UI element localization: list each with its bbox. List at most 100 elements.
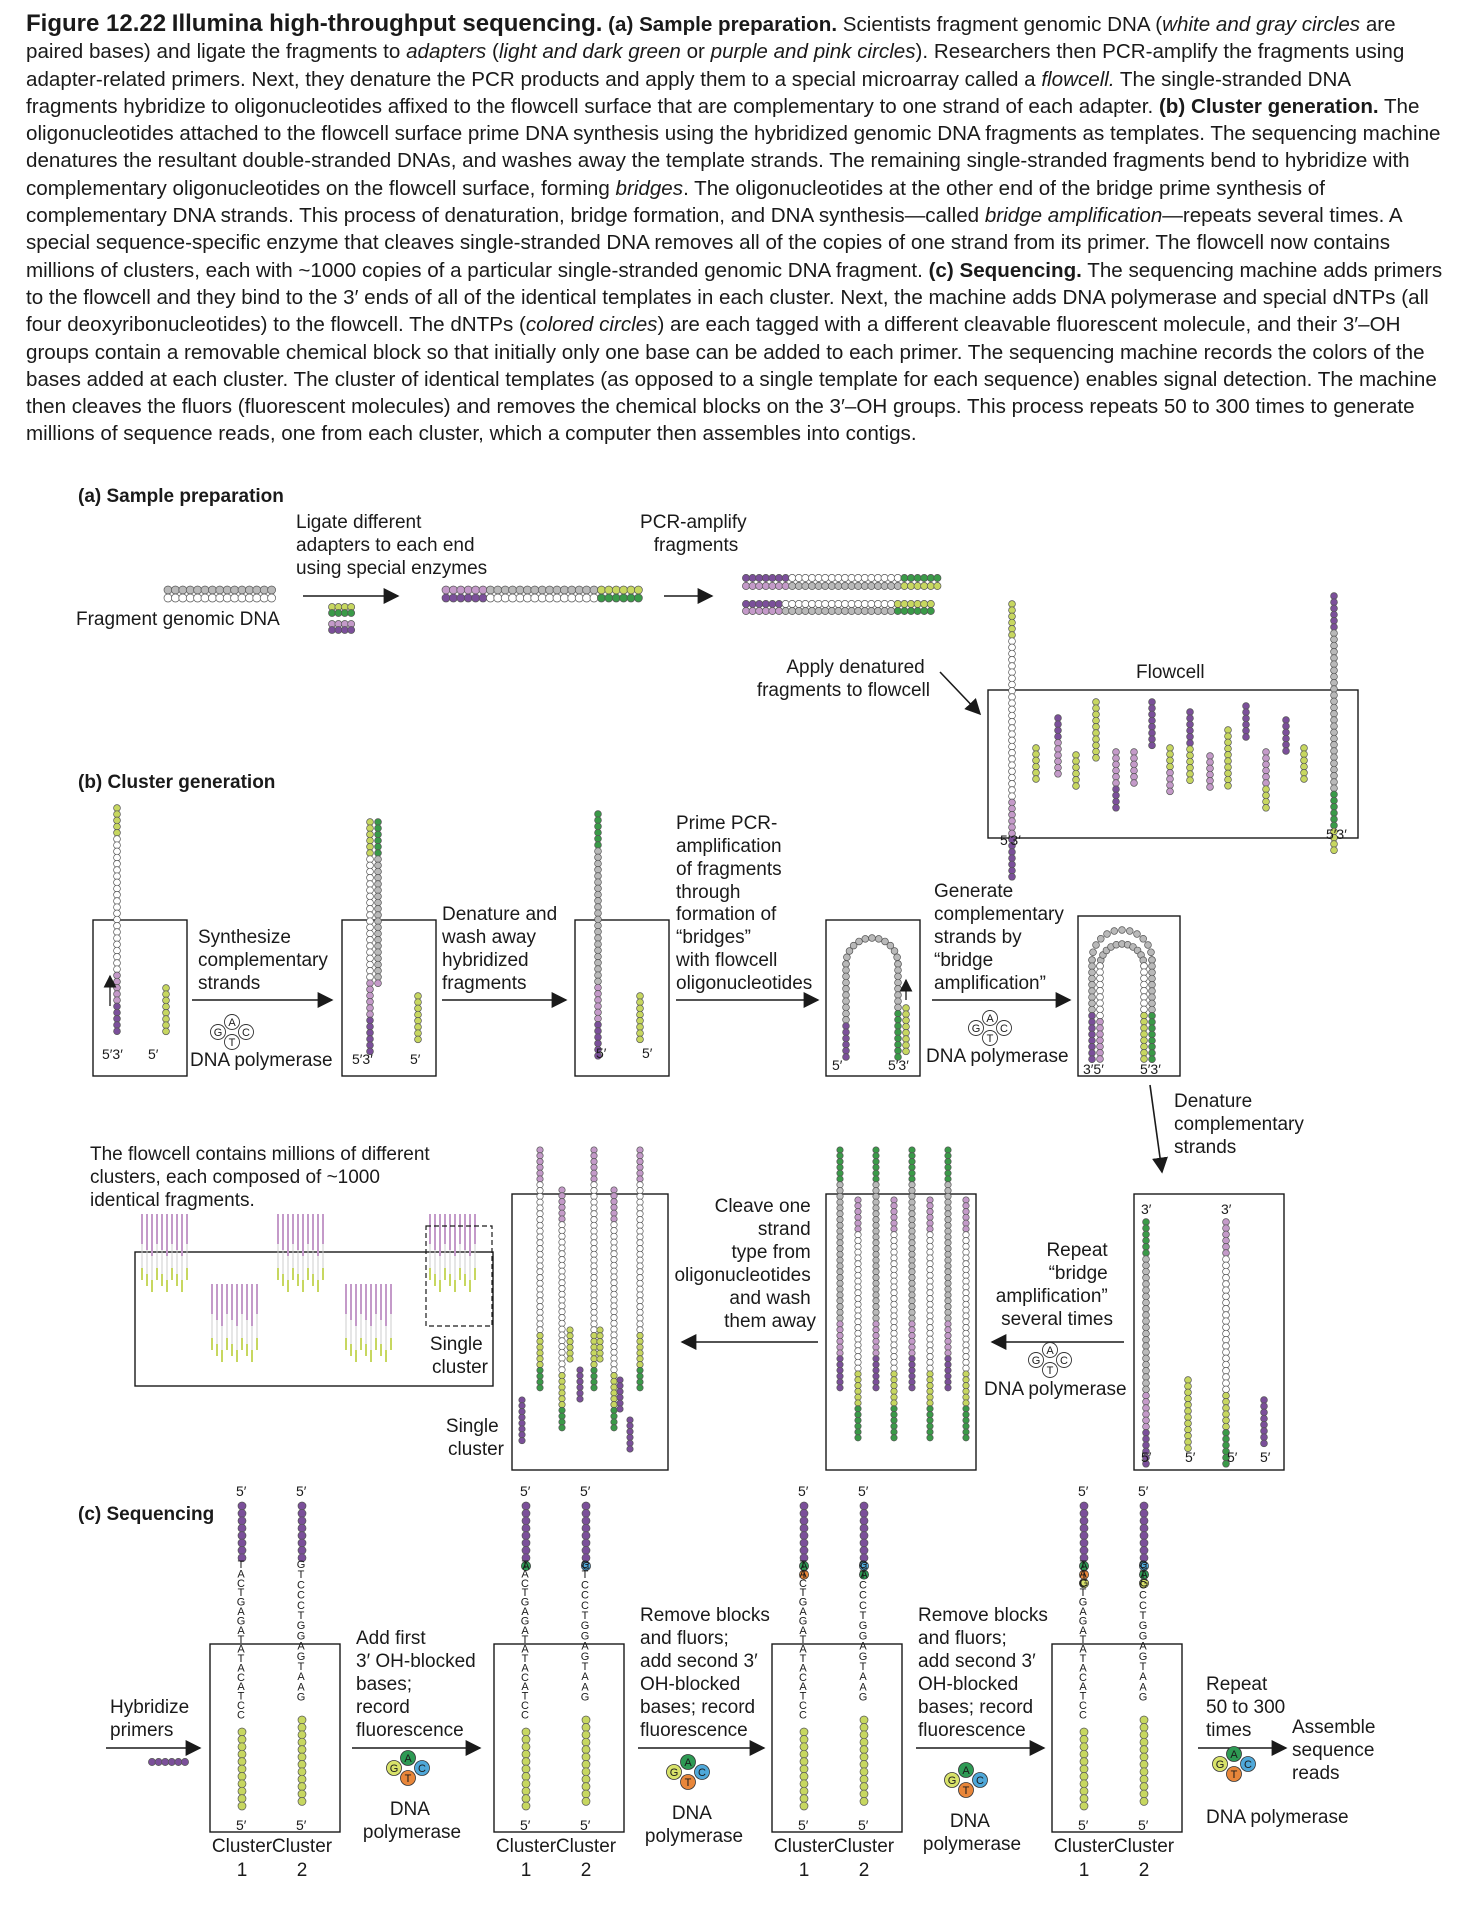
dna-bead — [558, 1186, 566, 1194]
dna-bead — [890, 1196, 898, 1204]
dna-bead — [859, 1516, 869, 1526]
dna-bead — [449, 585, 458, 595]
dna-bead — [536, 1285, 544, 1293]
dna-bead — [576, 1372, 584, 1380]
dna-bead — [1222, 1224, 1230, 1232]
dna-bead — [590, 1355, 598, 1363]
millions-label: The flowcell contains millions of differ… — [90, 1144, 435, 1211]
dna-bead — [237, 1735, 247, 1744]
dna-bead — [1184, 1401, 1192, 1409]
template-base: C — [521, 1578, 529, 1590]
dna-bead — [1072, 757, 1080, 765]
dna-bead — [908, 1291, 916, 1299]
dna-bead — [742, 607, 750, 615]
dna-bead — [872, 1361, 880, 1369]
dna-bead — [1139, 1752, 1149, 1762]
dna-bead — [521, 1772, 531, 1781]
dna-bead — [859, 1509, 869, 1518]
dna-bead — [872, 1204, 880, 1212]
dna-bead — [113, 822, 121, 831]
b-box-5 — [1077, 915, 1181, 1077]
dna-bead — [374, 892, 382, 901]
dna-bead — [842, 1003, 850, 1012]
caption-body: (a) Sample preparation. Scientists fragm… — [26, 13, 1442, 445]
dna-bead — [1140, 1011, 1148, 1020]
template-base: C — [521, 1700, 529, 1712]
dna-bead — [366, 954, 374, 963]
dna-bead — [113, 853, 121, 862]
dna-bead — [842, 997, 850, 1005]
dna-bead — [1142, 1311, 1150, 1319]
dna-bead — [536, 1245, 544, 1253]
dna-bead — [933, 582, 942, 590]
dna-bead — [962, 1318, 970, 1326]
dna-bead — [596, 1343, 604, 1351]
dna-bead — [590, 1163, 598, 1171]
dna-bead — [1008, 705, 1016, 714]
dna-bead — [1008, 618, 1016, 627]
dna-bead — [590, 1349, 598, 1357]
dna-bead — [237, 1531, 247, 1540]
template-base: A — [859, 1671, 867, 1683]
template-base: G — [297, 1630, 306, 1642]
dna-bead — [558, 1354, 566, 1362]
caption-segment: —repeats several times. A special sequen… — [26, 204, 1402, 282]
dna-bead — [636, 1274, 644, 1282]
dna-bead — [366, 861, 374, 870]
dna-bead — [1088, 1018, 1096, 1026]
dna-bead — [366, 1004, 374, 1012]
dna-bead — [908, 1146, 916, 1154]
dna-bead — [558, 1232, 566, 1240]
dna-bead — [566, 1343, 574, 1351]
dna-bead — [788, 607, 797, 615]
b-box-2 — [341, 919, 437, 1077]
dna-bead — [636, 1227, 644, 1235]
dna-bead — [842, 1016, 850, 1024]
dna-bead — [297, 1730, 307, 1740]
dna-bead — [1008, 786, 1016, 794]
dna-bead — [1148, 716, 1156, 725]
dna-bead — [636, 1337, 644, 1345]
dna-bead — [1222, 1249, 1230, 1257]
dna-bead — [1139, 1715, 1149, 1725]
dna-bead — [113, 872, 121, 880]
dna-bead — [1008, 612, 1016, 621]
dna-bead — [1054, 745, 1062, 753]
dna-bead — [581, 1797, 591, 1806]
dna-bead — [590, 1187, 598, 1195]
dna-bead — [558, 1296, 566, 1304]
dna-bead — [558, 1348, 566, 1356]
dna-bead — [334, 626, 343, 634]
dna-bead — [610, 1314, 618, 1322]
b2-end-b: 5′ — [410, 1051, 421, 1067]
dna-bead — [576, 1378, 584, 1386]
dna-bead — [900, 600, 909, 608]
dna-bead — [521, 1538, 531, 1548]
dna-bead — [860, 607, 869, 615]
dna-bead — [590, 1146, 598, 1154]
dna-bead — [636, 1239, 644, 1247]
dna-bead — [518, 1419, 526, 1427]
dna-bead — [1112, 766, 1120, 775]
dna-bead — [636, 1198, 644, 1206]
dna-bead — [894, 1034, 902, 1043]
dna-bead — [636, 1204, 644, 1212]
dna-bead — [1092, 754, 1100, 762]
dna-bead — [920, 582, 929, 590]
template-base: T — [1140, 1661, 1147, 1673]
dna-bead — [890, 1393, 898, 1401]
dna-bead — [872, 1268, 880, 1276]
dna-bead — [1088, 999, 1096, 1008]
dna-bead — [854, 582, 863, 590]
dna-bead — [859, 1760, 869, 1769]
dna-bead — [616, 1382, 624, 1390]
dna-bead — [842, 966, 850, 974]
denature-label: Denature and wash away hybridized fragme… — [441, 904, 562, 994]
dna-bead — [1142, 1435, 1150, 1443]
template-base: G — [581, 1559, 590, 1571]
dna-bead — [913, 600, 922, 608]
dna-bead — [113, 934, 121, 942]
dna-bead — [113, 1021, 121, 1029]
template-base: A — [859, 1681, 867, 1693]
